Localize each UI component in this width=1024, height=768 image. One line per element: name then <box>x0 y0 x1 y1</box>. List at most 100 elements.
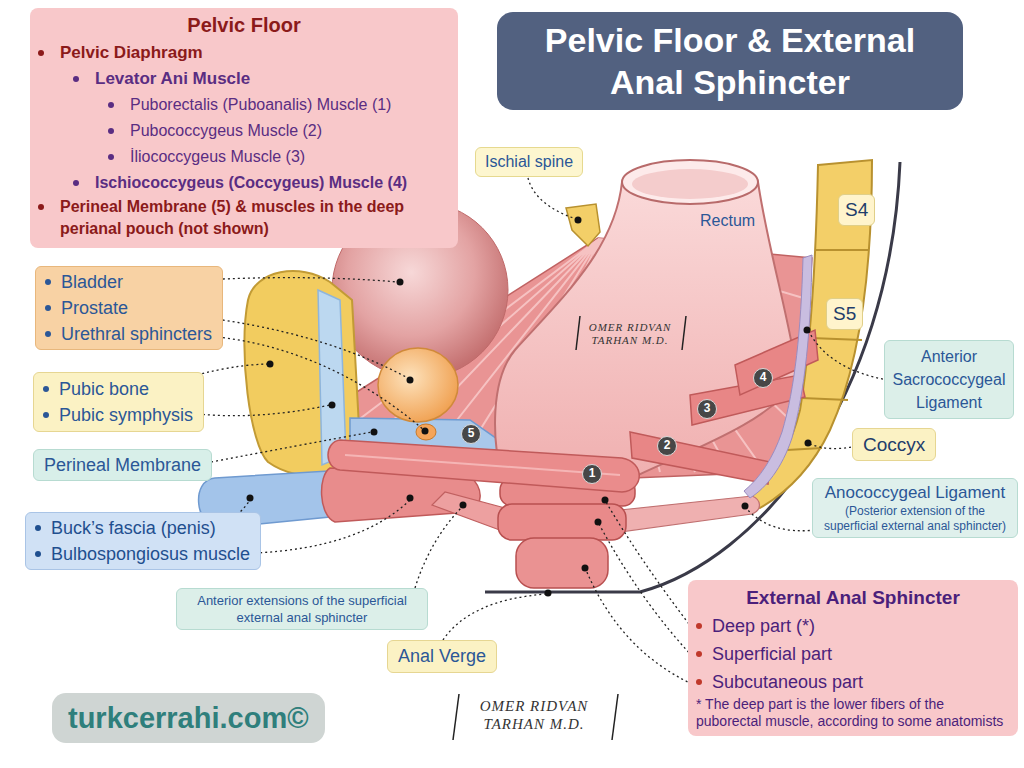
label-text: * The deep part is the lower fibers of t… <box>696 696 1003 729</box>
text-row: Pelvic Diaphragm <box>30 40 448 66</box>
text-row: Deep part (*) <box>688 612 1008 640</box>
text-row: S5 <box>833 302 856 326</box>
leader-dot <box>595 519 602 526</box>
sphincter-panel: External Anal SphincterDeep part (*) Supe… <box>688 580 1018 736</box>
leader-dot <box>582 565 589 572</box>
sphincter-superficial <box>498 504 626 540</box>
label-box: BladderProstateUrethral sphincters <box>35 266 223 350</box>
text-row: Subcutaneous part <box>688 668 1008 696</box>
text-row: Puborectalis (Puboanalis) Muscle (1) <box>30 92 448 118</box>
leader-line <box>415 507 462 588</box>
label-box: Anal Verge <box>387 640 497 673</box>
label-text: Anterior Sacrococcygeal Ligament <box>893 348 1006 411</box>
text-row: (Posterior extension of the superficial … <box>819 504 1011 534</box>
bullet-dot <box>35 551 41 557</box>
label-text: Perineal Membrane (5) & muscles in the d… <box>60 198 404 237</box>
leader-dot <box>407 495 414 502</box>
text-row: turkcerrahi.com© <box>68 699 309 737</box>
signature-bar <box>453 694 459 740</box>
vertebra-label: S4 <box>838 194 875 226</box>
sacrococcygeal-ligament <box>744 255 812 498</box>
leader-line <box>810 444 856 449</box>
leader-line <box>198 405 330 416</box>
label-box: Coccyx <box>852 428 936 461</box>
label-text: Puborectalis (Puboanalis) Muscle (1) <box>130 96 391 113</box>
label-text: Perineal Membrane <box>44 455 201 475</box>
label-text: Subcutaneous part <box>712 672 863 692</box>
label-text: Bladder <box>61 272 123 292</box>
label-text: Levator Ani Muscle <box>95 69 250 88</box>
ischial-spine <box>566 204 600 246</box>
label-text: Superficial part <box>712 644 832 664</box>
label-text: Anterior extensions of the superficial e… <box>197 593 407 625</box>
label-box: Anococcygeal Ligament(Posterior extensio… <box>812 478 1018 538</box>
text-row: Pubococcygeus Muscle (2) <box>30 118 448 144</box>
callout-number: 2 <box>657 436 677 456</box>
text-row: Bladder <box>36 269 212 295</box>
label-text: Deep part (*) <box>712 616 815 636</box>
label-box: Pubic bonePubic symphysis <box>33 372 204 432</box>
pelvic-floor-panel: Pelvic FloorPelvic DiaphragmLevator Ani … <box>30 8 458 248</box>
text-row: Anterior extensions of the superficial e… <box>183 592 421 626</box>
label-text: Pubic bone <box>59 379 149 399</box>
bullet-dot <box>696 623 702 629</box>
leader-line <box>206 432 372 463</box>
leader-dot <box>460 502 467 509</box>
leader-line <box>606 502 692 628</box>
label-text: S4 <box>845 199 868 220</box>
leader-dot <box>407 377 414 384</box>
bullet-dot <box>696 651 702 657</box>
label-text: Pelvic Diaphragm <box>60 43 203 62</box>
label-text: Pubic symphysis <box>59 405 193 425</box>
bullet-dot <box>43 386 49 392</box>
rectum <box>495 182 798 478</box>
text-row: Anterior Sacrococcygeal Ligament <box>889 345 1009 414</box>
label-box: Buck’s fascia (penis) Bulbospongiosus mus… <box>25 512 261 570</box>
site-badge: turkcerrahi.com© <box>52 693 325 743</box>
puborectalis-band <box>328 440 639 492</box>
leader-dot <box>805 440 812 447</box>
text-row: Ischiococcygeus (Coccygeus) Muscle (4) <box>30 170 448 196</box>
text-row: Buck’s fascia (penis) <box>26 515 250 541</box>
text-row: Urethral sphincters <box>36 321 212 347</box>
title-banner: Pelvic Floor & External Anal Sphincter <box>497 12 963 110</box>
watermark: OMER RIDVAN TARHAN M.D. <box>455 697 613 733</box>
text-row: Levator Ani Muscle <box>30 66 448 92</box>
label-text: Bulbospongiosus muscle <box>51 544 250 564</box>
callout-number: 3 <box>697 399 717 419</box>
leader-line <box>599 524 692 656</box>
signature-bar <box>612 694 618 740</box>
heading-text: External Anal Sphincter <box>746 587 960 608</box>
text-row: * The deep part is the lower fibers of t… <box>688 696 1008 730</box>
leader-dot <box>329 402 336 409</box>
bullet-dot <box>108 154 114 160</box>
leader-dot <box>742 503 749 510</box>
rectum-lumen <box>632 169 748 199</box>
text-row: Anococcygeal Ligament <box>819 482 1011 504</box>
leader-line <box>746 508 815 531</box>
bullet-dot <box>38 204 44 210</box>
leader-dot <box>247 495 254 502</box>
bullet-dot <box>73 76 79 82</box>
leader-dot <box>575 217 582 224</box>
callout-number: 4 <box>753 368 773 388</box>
leader-line <box>586 570 692 684</box>
bullet-dot <box>35 525 41 531</box>
text-row: İliococcygeus Muscle (3) <box>30 144 448 170</box>
bullet-dot <box>108 102 114 108</box>
label-text: Urethral sphincters <box>61 324 212 344</box>
bullet-dot <box>45 331 51 337</box>
organ-label: Rectum <box>700 212 755 230</box>
text-row: Perineal Membrane (5) & muscles in the d… <box>30 196 448 240</box>
label-text: S5 <box>833 303 856 324</box>
heading-text: turkcerrahi.com© <box>68 702 309 734</box>
bullet-dot <box>45 305 51 311</box>
text-row: Pelvic Floor <box>30 10 448 40</box>
text-row: Bulbospongiosus muscle <box>26 541 250 567</box>
label-text: (Posterior extension of the superficial … <box>824 504 1006 533</box>
label-box: Ischial spine <box>475 147 583 177</box>
signature-bar <box>682 316 686 350</box>
text-row: Anal Verge <box>398 644 486 669</box>
label-text: Coccyx <box>863 434 925 455</box>
bullet-dot <box>43 412 49 418</box>
